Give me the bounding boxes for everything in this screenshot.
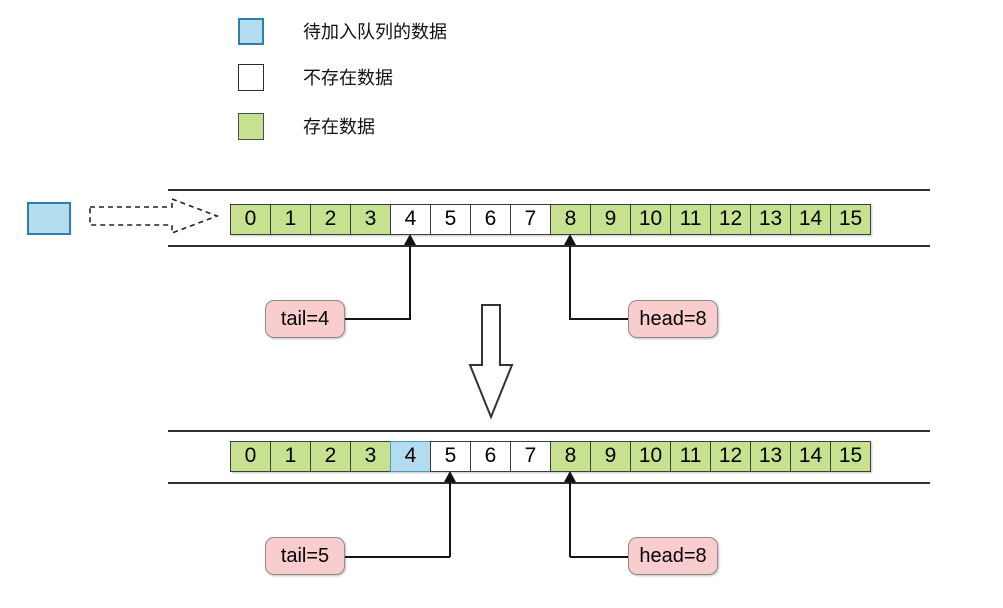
legend-item-empty: 不存在数据 [238,63,393,91]
head-arrowhead-icon [564,234,576,245]
legend-label-filled: 存在数据 [303,117,375,137]
legend-swatch-filled [238,112,264,140]
queue-after-cell-5: 5 [430,441,471,472]
head-pointer-line-horizontal [570,556,629,558]
tail-pointer-line-vertical [449,480,451,557]
tail-arrowhead-icon [404,234,416,245]
head-pointer-line-horizontal [570,318,629,320]
queue-after-cell-13: 13 [750,441,791,472]
queue-before-cell-1: 1 [270,204,311,235]
queue-after-cell-4: 4 [390,441,431,472]
queue-after-cell-9: 9 [590,441,631,472]
queue-after-cell-10: 10 [630,441,671,472]
queue-after-cell-3: 3 [350,441,391,472]
queue-after-cell-11: 11 [670,441,711,472]
queue-before-rail-bottom [168,245,930,247]
head-pointer-line-vertical [569,480,571,557]
queue-before-cell-0: 0 [230,204,271,235]
queue-before-cell-3: 3 [350,204,391,235]
queue-before-cell-14: 14 [790,204,831,235]
tail-pointer-line-horizontal [344,318,410,320]
queue-before-cell-7: 7 [510,204,551,235]
head-pointer-label: head=8 [628,537,718,575]
queue-after-cell-6: 6 [470,441,511,472]
dashed-enqueue-arrow-icon [89,197,220,235]
queue-after-cell-8: 8 [550,441,591,472]
legend-item-pending: 待加入队列的数据 [238,17,447,45]
queue-before-cell-9: 9 [590,204,631,235]
queue-after-cell-1: 1 [270,441,311,472]
legend-swatch-empty [238,63,264,91]
queue-after-cell-2: 2 [310,441,351,472]
queue-after-cell-14: 14 [790,441,831,472]
queue-before-cell-11: 11 [670,204,711,235]
queue-before-cell-5: 5 [430,204,471,235]
transition-down-arrow-icon [468,304,514,420]
queue-before-cell-10: 10 [630,204,671,235]
tail-pointer-label: tail=5 [265,537,345,575]
queue-after-rail-top [168,430,930,432]
legend-item-filled: 存在数据 [238,112,375,140]
queue-after-cell-15: 15 [830,441,871,472]
tail-arrowhead-icon [444,471,456,482]
queue-before-cell-2: 2 [310,204,351,235]
queue-after-cell-12: 12 [710,441,751,472]
queue-before-cell-8: 8 [550,204,591,235]
queue-after-cell-7: 7 [510,441,551,472]
legend-label-empty: 不存在数据 [303,68,393,88]
incoming-data-square [27,202,71,235]
head-pointer-label: head=8 [628,300,718,338]
head-pointer-line-vertical [569,243,571,320]
legend-label-pending: 待加入队列的数据 [303,22,447,42]
queue-before-cell-13: 13 [750,204,791,235]
tail-pointer-line-horizontal [344,556,450,558]
queue-before-cell-4: 4 [390,204,431,235]
queue-after-rail-bottom [168,482,930,484]
queue-before-cell-12: 12 [710,204,751,235]
head-arrowhead-icon [564,471,576,482]
tail-pointer-line-vertical [409,243,411,320]
tail-pointer-label: tail=4 [265,300,345,338]
legend-swatch-pending [238,17,264,45]
queue-before-cell-6: 6 [470,204,511,235]
queue-after-cell-0: 0 [230,441,271,472]
queue-before-rail-top [168,189,930,191]
queue-before-cell-15: 15 [830,204,871,235]
